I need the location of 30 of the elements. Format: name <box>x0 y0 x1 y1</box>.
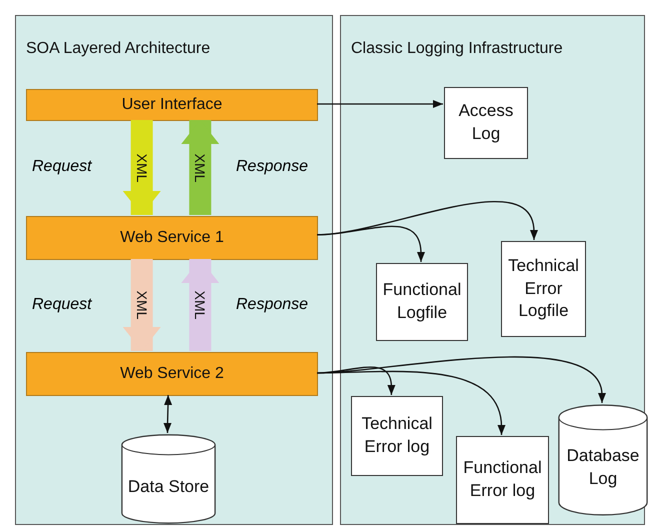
panel-title: Classic Logging Infrastructure <box>351 39 563 59</box>
layer-box: User Interface <box>26 89 318 121</box>
log-box: Technical Error log <box>351 396 443 476</box>
layer-box: Web Service 2 <box>26 352 318 396</box>
arrow <box>316 201 538 240</box>
panel-title: SOA Layered Architecture <box>26 39 210 59</box>
database-cylinder: Data Store <box>121 434 216 524</box>
edge-label: XML <box>192 153 208 182</box>
layer-box: Web Service 1 <box>26 216 318 260</box>
arrow <box>164 395 172 433</box>
arrow <box>317 100 443 108</box>
log-box: Functional Logfile <box>376 263 468 341</box>
edge-label: XML <box>192 290 208 320</box>
side-label: Request <box>32 296 92 314</box>
log-box: Technical Error Logfile <box>501 241 586 337</box>
edge-label: XML <box>134 290 150 320</box>
block-arrow <box>181 259 220 351</box>
block-arrow <box>181 120 220 215</box>
panel-background <box>340 15 645 525</box>
log-box: Access Log <box>444 87 528 159</box>
arrow <box>316 356 606 403</box>
side-label: Request <box>32 158 92 176</box>
block-arrow <box>122 259 161 351</box>
side-label: Response <box>236 296 308 314</box>
database-cylinder: Database Log <box>558 404 648 516</box>
side-label: Response <box>236 158 308 176</box>
log-box: Functional Error log <box>456 436 549 524</box>
panel-background <box>15 15 333 525</box>
edge-label: XML <box>134 153 150 182</box>
block-arrow <box>122 120 161 215</box>
